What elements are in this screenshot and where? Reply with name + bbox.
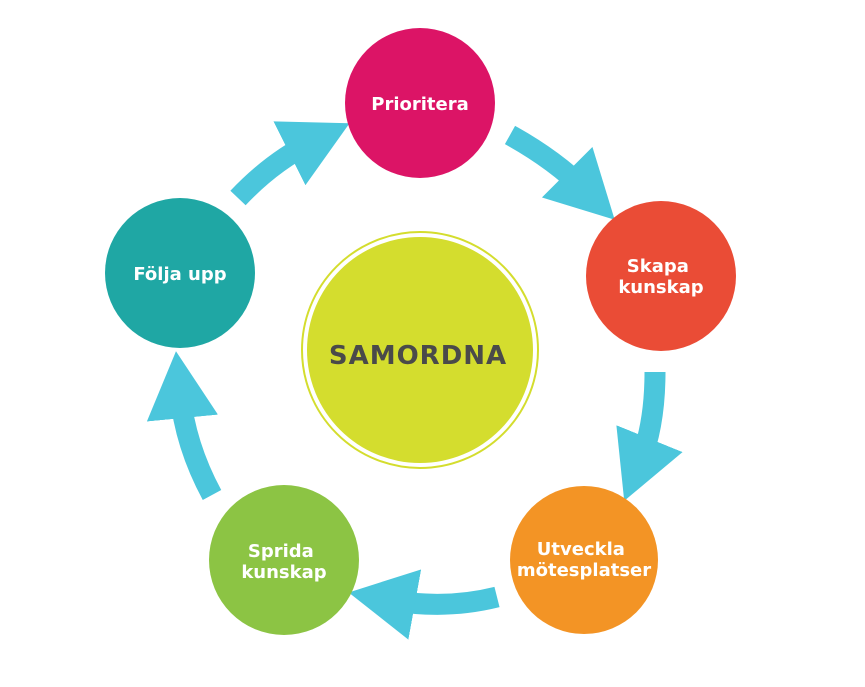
node-utveckla-motesplatser-circle [510,486,658,634]
node-skapa-kunskap: Skapa kunskap [586,201,736,351]
center-label: SAMORDNA [329,341,507,371]
node-folja-upp: Följa upp [105,198,255,348]
node-folja-upp-circle [105,198,255,348]
node-sprida-kunskap-line-2: kunskap [241,562,326,583]
node-utveckla-motesplatser-line-1: Utveckla [537,539,625,560]
center-ring [301,231,539,469]
node-prioritera-label: Prioritera [371,94,469,115]
arrow-skapa-to-utveckla [616,371,683,501]
node-sprida-kunskap-line-1: Sprida [248,541,314,562]
node-utveckla-motesplatser: Utveckla mötesplatser [510,486,658,634]
node-sprida-kunskap-label: Sprida kunskap [241,541,326,583]
node-prioritera-line-1: Prioritera [371,94,469,115]
arrow-prioritera-to-skapa [504,125,615,220]
node-prioritera-circle [345,28,495,178]
center-circle [307,237,533,463]
arrow-folja-to-prioritera [230,121,350,206]
node-utveckla-motesplatser-label: Utveckla mötesplatser [517,539,651,581]
center-node: SAMORDNA [301,231,539,469]
node-skapa-kunskap-line-2: kunskap [618,277,703,298]
node-folja-upp-label: Följa upp [133,264,226,285]
cycle-arrows [146,121,683,640]
node-sprida-kunskap: Sprida kunskap [209,485,359,635]
node-sprida-kunskap-circle [209,485,359,635]
node-prioritera: Prioritera [345,28,495,178]
node-skapa-kunskap-line-1: Skapa [627,256,689,277]
arrow-sprida-to-folja [146,351,222,500]
node-utveckla-motesplatser-line-2: mötesplatser [517,560,651,581]
node-skapa-kunskap-circle [586,201,736,351]
node-skapa-kunskap-label: Skapa kunskap [618,256,703,298]
arrow-utveckla-to-sprida [348,569,500,640]
node-folja-upp-line-1: Följa upp [133,264,226,285]
